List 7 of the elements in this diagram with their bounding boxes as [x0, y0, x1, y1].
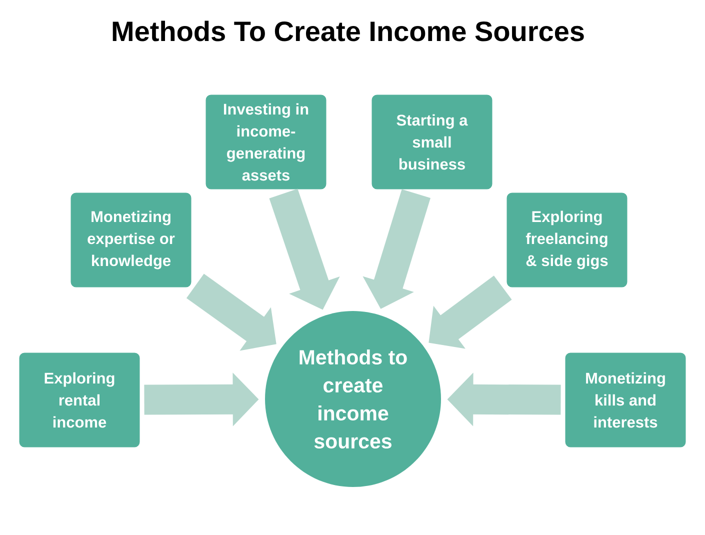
process-box: Exploring freelancing & side gigs	[505, 191, 629, 289]
process-box: Exploring rental income	[18, 351, 142, 449]
process-box: Starting a small business	[370, 93, 494, 191]
title: Methods To Create Income Sources	[112, 20, 584, 42]
process-box: Monetizing kills and interests	[564, 351, 688, 449]
process-box: Monetizing expertise or knowledge	[69, 191, 193, 289]
process-box: Investing in income-generating assets	[204, 93, 328, 191]
